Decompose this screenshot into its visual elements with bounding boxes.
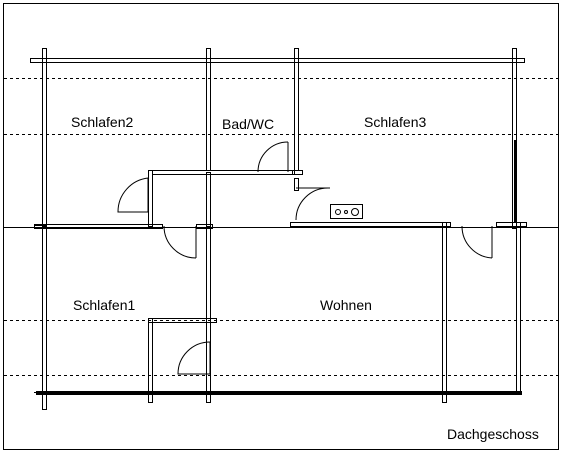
doors <box>117 141 493 375</box>
room-label-schlafen1: Schlafen1 <box>73 297 136 313</box>
walls <box>30 48 527 410</box>
room-label-wohnen: Wohnen <box>320 297 372 313</box>
right-wall-thick <box>514 140 517 222</box>
room-label-schlafen2: Schlafen2 <box>71 114 134 130</box>
bottom-wall <box>36 391 522 395</box>
room-label-bad-wc: Bad/WC <box>222 116 275 132</box>
stove-icon <box>330 204 363 219</box>
frame <box>3 3 559 450</box>
drawing-caption: Dachgeschoss <box>447 426 539 442</box>
reference-lines <box>4 78 558 376</box>
room-label-schlafen3: Schlafen3 <box>364 114 427 130</box>
